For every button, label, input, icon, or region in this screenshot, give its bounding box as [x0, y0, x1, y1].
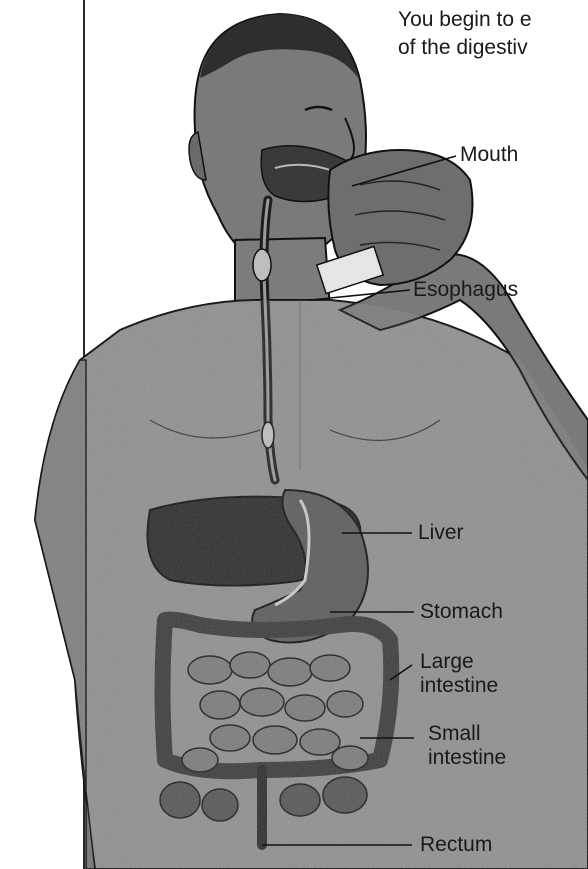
- label-rectum-text: Rectum: [420, 833, 492, 857]
- label-stomach-text: Stomach: [420, 600, 503, 624]
- label-stomach: Stomach: [420, 600, 503, 624]
- label-liver: Liver: [418, 521, 464, 545]
- label-large-intestine-line-2: intestine: [420, 674, 498, 698]
- label-small-intestine-line-2: intestine: [428, 746, 506, 770]
- label-small-intestine-line-1: Small: [428, 722, 506, 746]
- label-mouth-text: Mouth: [460, 143, 518, 167]
- label-esophagus-text: Esophagus: [413, 278, 518, 302]
- label-large-intestine-line-1: Large: [420, 650, 498, 674]
- label-esophagus: Esophagus: [413, 278, 518, 302]
- label-small-intestine: Small intestine: [428, 722, 506, 770]
- label-rectum: Rectum: [420, 833, 492, 857]
- label-large-intestine: Large intestine: [420, 650, 498, 698]
- label-mouth: Mouth: [460, 143, 518, 167]
- label-liver-text: Liver: [418, 521, 464, 545]
